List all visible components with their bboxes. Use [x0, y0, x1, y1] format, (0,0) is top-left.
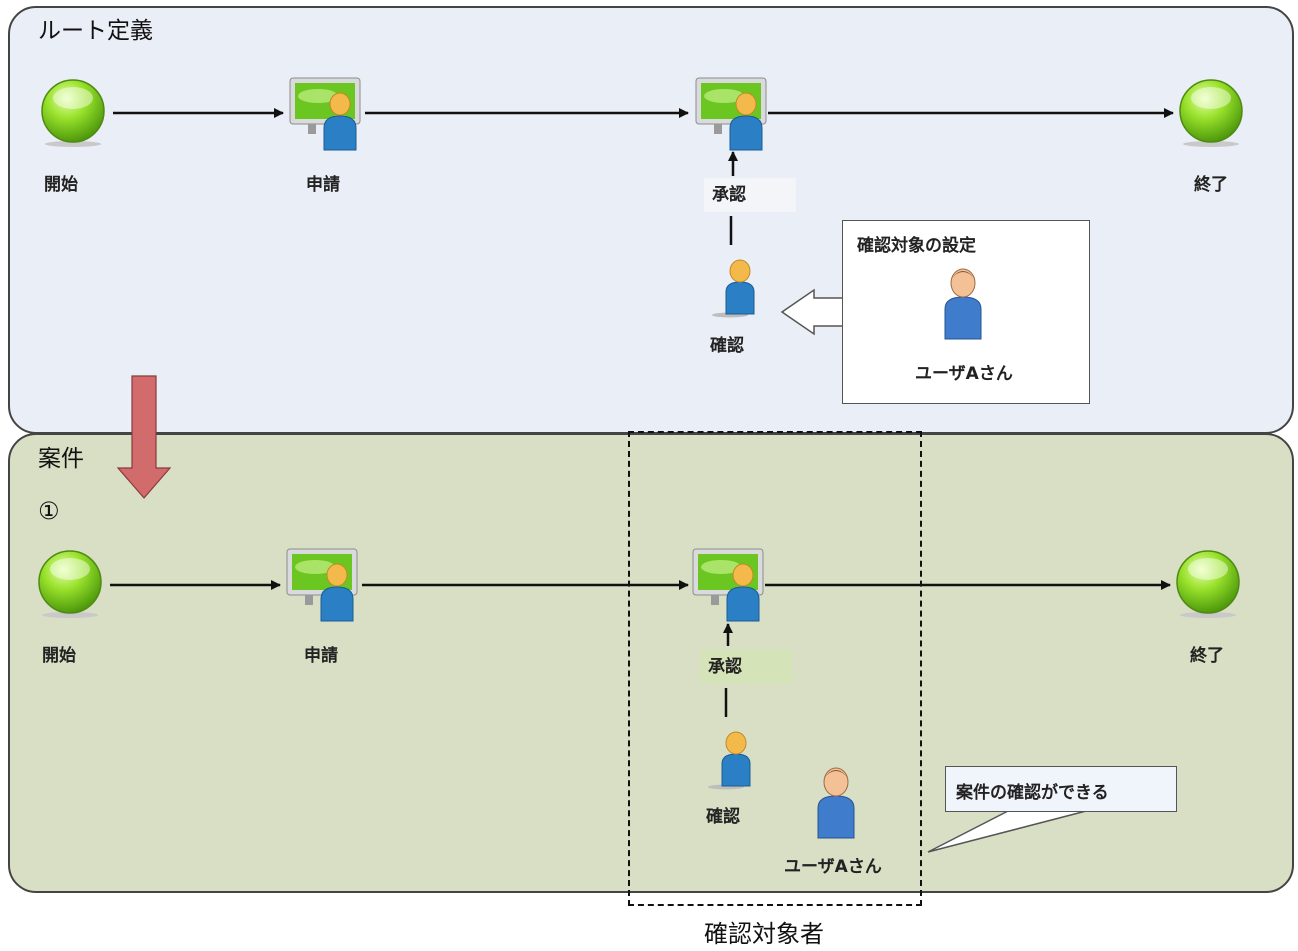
confirm-target-caption: 確認対象者 [704, 920, 824, 948]
bottom-confirm-person-icon [708, 730, 756, 790]
approve-label-bg-bottom [700, 650, 792, 684]
bottom-approve-screen-icon [691, 547, 765, 623]
speech-pointer [927, 809, 1091, 853]
route-definition-title: ルート定義 [38, 18, 153, 44]
bottom-user-a-icon [812, 764, 860, 842]
top-start-node-icon [40, 78, 106, 150]
case-title: 案件 [38, 446, 84, 472]
bottom-approve-label: 承認 [708, 657, 742, 677]
top-apply-screen-icon [288, 76, 362, 152]
user-a-icon [939, 265, 987, 343]
user-a-label-top: ユーザAさん [915, 364, 1013, 384]
bottom-end-node-icon [1175, 549, 1241, 621]
confirm-target-dashed-box [628, 431, 922, 906]
case-panel [8, 433, 1294, 893]
approve-label-bg-top [704, 178, 796, 212]
case-number: ① [38, 497, 60, 525]
bottom-apply-label: 申請 [304, 646, 338, 666]
bottom-apply-screen-icon [285, 547, 359, 623]
top-confirm-label: 確認 [710, 336, 744, 356]
bottom-end-label: 終了 [1190, 646, 1224, 666]
top-end-node-icon [1178, 78, 1244, 150]
can-view-case-text: 案件の確認ができる [956, 783, 1109, 803]
bottom-user-a-label: ユーザAさん [784, 857, 882, 877]
bottom-start-node-icon [37, 549, 103, 621]
bottom-start-label: 開始 [42, 646, 76, 666]
transition-arrow [116, 375, 172, 499]
top-apply-label: 申請 [306, 175, 340, 195]
can-view-case-callout: 案件の確認ができる [945, 766, 1177, 812]
top-approve-label: 承認 [712, 185, 746, 205]
confirm-target-setting-callout: 確認対象の設定 ユーザAさん [842, 220, 1090, 404]
confirm-target-setting-title: 確認対象の設定 [857, 236, 976, 256]
top-confirm-person-icon [712, 258, 760, 318]
top-approve-screen-icon [694, 76, 768, 152]
top-end-label: 終了 [1194, 175, 1228, 195]
bottom-confirm-label: 確認 [706, 807, 740, 827]
callout-pointer-arrow [780, 288, 842, 336]
top-start-label: 開始 [44, 175, 78, 195]
